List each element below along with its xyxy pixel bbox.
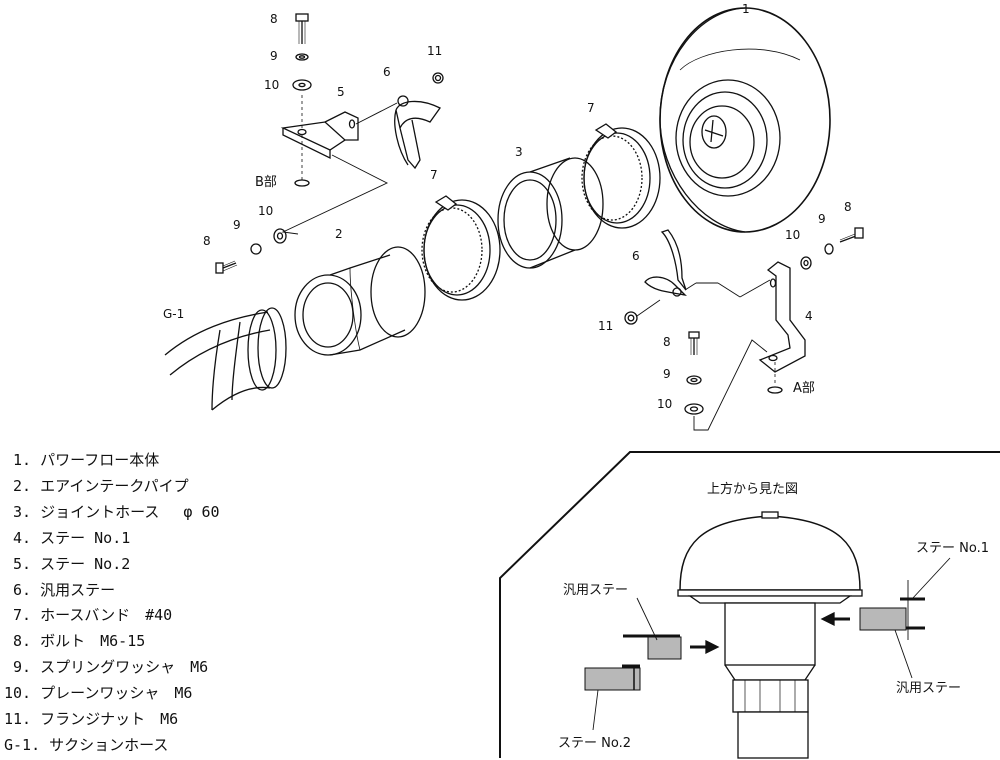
upper-fasteners xyxy=(292,13,312,91)
left-fasteners xyxy=(215,228,287,274)
hose-band-lower xyxy=(421,195,501,301)
suction-hose xyxy=(164,307,287,411)
callout-9: 9 xyxy=(233,218,241,232)
flange-nut-upper xyxy=(432,72,444,84)
callout-10: 10 xyxy=(785,228,800,242)
inset-filter-top-view xyxy=(677,511,863,759)
callout-8: 8 xyxy=(663,335,671,349)
universal-stay-lower xyxy=(644,229,771,298)
callout-11: 11 xyxy=(598,319,613,333)
inset-labels: 上方から見た図 ステー No.1 汎用ステー 汎用ステー ステー No.2 xyxy=(558,481,989,751)
flange-nut-lower xyxy=(624,299,661,325)
inset-stay-no1-label: ステー No.1 xyxy=(916,541,989,556)
callout-2: 2 xyxy=(335,227,343,241)
hose-band-upper xyxy=(581,123,661,229)
stay-no1-bracket xyxy=(758,261,806,394)
callout-6: 6 xyxy=(632,249,640,263)
callout-5: 5 xyxy=(337,85,345,99)
callout-7: 7 xyxy=(430,168,438,182)
callout-4: 4 xyxy=(805,309,813,323)
callout-labels: 1 2 3 4 5 6 6 7 7 8 8 8 8 9 9 9 9 10 10 … xyxy=(163,2,852,411)
inset-frame xyxy=(499,451,1000,758)
callout-8: 8 xyxy=(203,234,211,248)
parts-list-item: G-1. サクションホース xyxy=(4,735,169,754)
parts-list-item: 3. ジョイントホース φ 60 xyxy=(4,502,220,521)
callout-8: 8 xyxy=(270,12,278,26)
inset-universal-stay-left-label: 汎用ステー xyxy=(563,583,628,598)
callout-g1: G-1 xyxy=(163,307,184,321)
callout-6: 6 xyxy=(383,65,391,79)
callout-3: 3 xyxy=(515,145,523,159)
right-fasteners xyxy=(800,227,864,270)
callout-9: 9 xyxy=(663,367,671,381)
parts-list-item: 4. ステー No.1 xyxy=(4,528,131,547)
inset-left-stays xyxy=(584,634,720,691)
callout-10: 10 xyxy=(258,204,273,218)
parts-list-item: 1. パワーフロー本体 xyxy=(4,451,160,469)
powerflow-body xyxy=(659,7,831,233)
b-section-label: B部 xyxy=(255,175,277,190)
parts-list-item: 7. ホースバンド #40 xyxy=(4,606,173,625)
callout-9: 9 xyxy=(818,212,826,226)
callout-10: 10 xyxy=(657,397,672,411)
callout-8: 8 xyxy=(844,200,852,214)
joint-hose xyxy=(497,157,604,269)
parts-list-item: 9. スプリングワッシャ M6 xyxy=(4,658,209,677)
air-intake-pipe xyxy=(294,246,426,356)
parts-list-item: 8. ボルト M6-15 xyxy=(4,632,146,651)
inset-universal-stay-right-label: 汎用ステー xyxy=(896,681,961,696)
parts-list-item: 10. プレーンワッシャ M6 xyxy=(4,684,193,703)
callout-9: 9 xyxy=(270,49,278,63)
inset-title: 上方から見た図 xyxy=(707,481,798,497)
callout-1: 1 xyxy=(742,2,750,16)
stay-no2-bracket xyxy=(280,95,359,187)
callout-11: 11 xyxy=(427,44,442,58)
inset-right-stays xyxy=(820,580,925,640)
parts-list-item: 11. フランジナット M6 xyxy=(4,710,179,729)
parts-list-item: 2. エアインテークパイプ xyxy=(4,476,189,495)
parts-list: 1. パワーフロー本体 2. エアインテークパイプ 3. ジョイントホース φ … xyxy=(4,448,220,759)
inset-stay-no2-label: ステー No.2 xyxy=(558,736,631,751)
lower-fasteners xyxy=(684,331,768,431)
universal-stay-upper xyxy=(355,95,441,170)
parts-list-item: 5. ステー No.2 xyxy=(4,554,131,573)
parts-list-item: 6. 汎用ステー xyxy=(4,580,116,599)
callout-10: 10 xyxy=(264,78,279,92)
callout-7: 7 xyxy=(587,101,595,115)
a-section-label: A部 xyxy=(793,381,815,396)
